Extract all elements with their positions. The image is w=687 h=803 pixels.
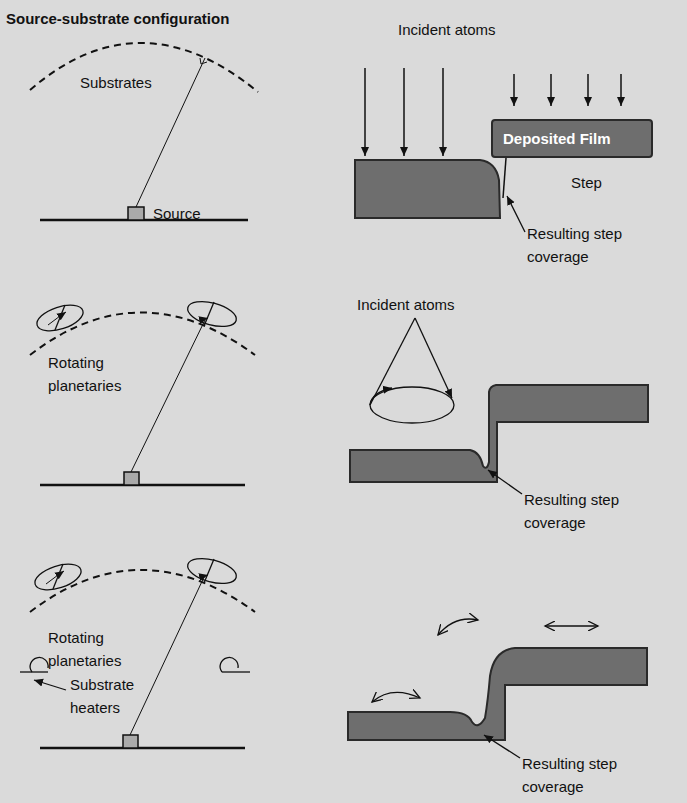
surface-diffusion-arrow xyxy=(438,619,478,635)
annotation: Incident atoms xyxy=(398,18,538,41)
deposited-film xyxy=(348,648,647,740)
part-label: Source xyxy=(153,202,233,225)
source-ray xyxy=(130,575,205,735)
source-box xyxy=(123,735,138,748)
deposited-film-lower xyxy=(355,160,500,218)
chamber-base xyxy=(40,747,245,750)
surface-diffusion-arrow xyxy=(545,625,598,626)
chamber-base xyxy=(40,484,245,487)
leader-arrow xyxy=(507,196,525,232)
surface-diffusion-arrow xyxy=(372,692,420,702)
leader-arrow xyxy=(484,735,520,758)
annotation: Resulting step coverage xyxy=(527,222,652,268)
annotation: Resulting step coverage xyxy=(522,752,647,798)
planetary xyxy=(185,297,239,331)
leader-arrow xyxy=(34,680,66,690)
source-box xyxy=(128,207,144,220)
part-label: Substrate heaters xyxy=(70,673,160,719)
annotation: Resulting step coverage xyxy=(524,488,649,534)
step-sidewall xyxy=(503,158,506,198)
source-box xyxy=(124,472,139,485)
part-label: Rotating planetaries xyxy=(48,626,158,672)
substrate-heater xyxy=(20,658,48,672)
planetary xyxy=(34,300,86,336)
annotation: Step xyxy=(571,171,631,194)
annotation: Incident atoms xyxy=(357,293,497,316)
source-ray xyxy=(131,320,205,472)
incident-cone xyxy=(370,318,454,423)
substrate-heater xyxy=(220,658,250,672)
layer-label: Deposited Film xyxy=(503,130,611,147)
planetary xyxy=(32,559,84,595)
normal-mark xyxy=(200,58,207,64)
planetary xyxy=(185,554,239,588)
deposited-film xyxy=(350,385,648,482)
film-layer: Deposited Film xyxy=(491,119,653,158)
part-label: Substrates xyxy=(80,71,200,94)
leader-arrow xyxy=(488,470,522,494)
panel-heading: Source-substrate configuration xyxy=(6,7,306,30)
part-label: Rotating planetaries xyxy=(48,351,158,397)
substrate-arc xyxy=(30,570,255,612)
substrate-arc xyxy=(30,313,255,356)
